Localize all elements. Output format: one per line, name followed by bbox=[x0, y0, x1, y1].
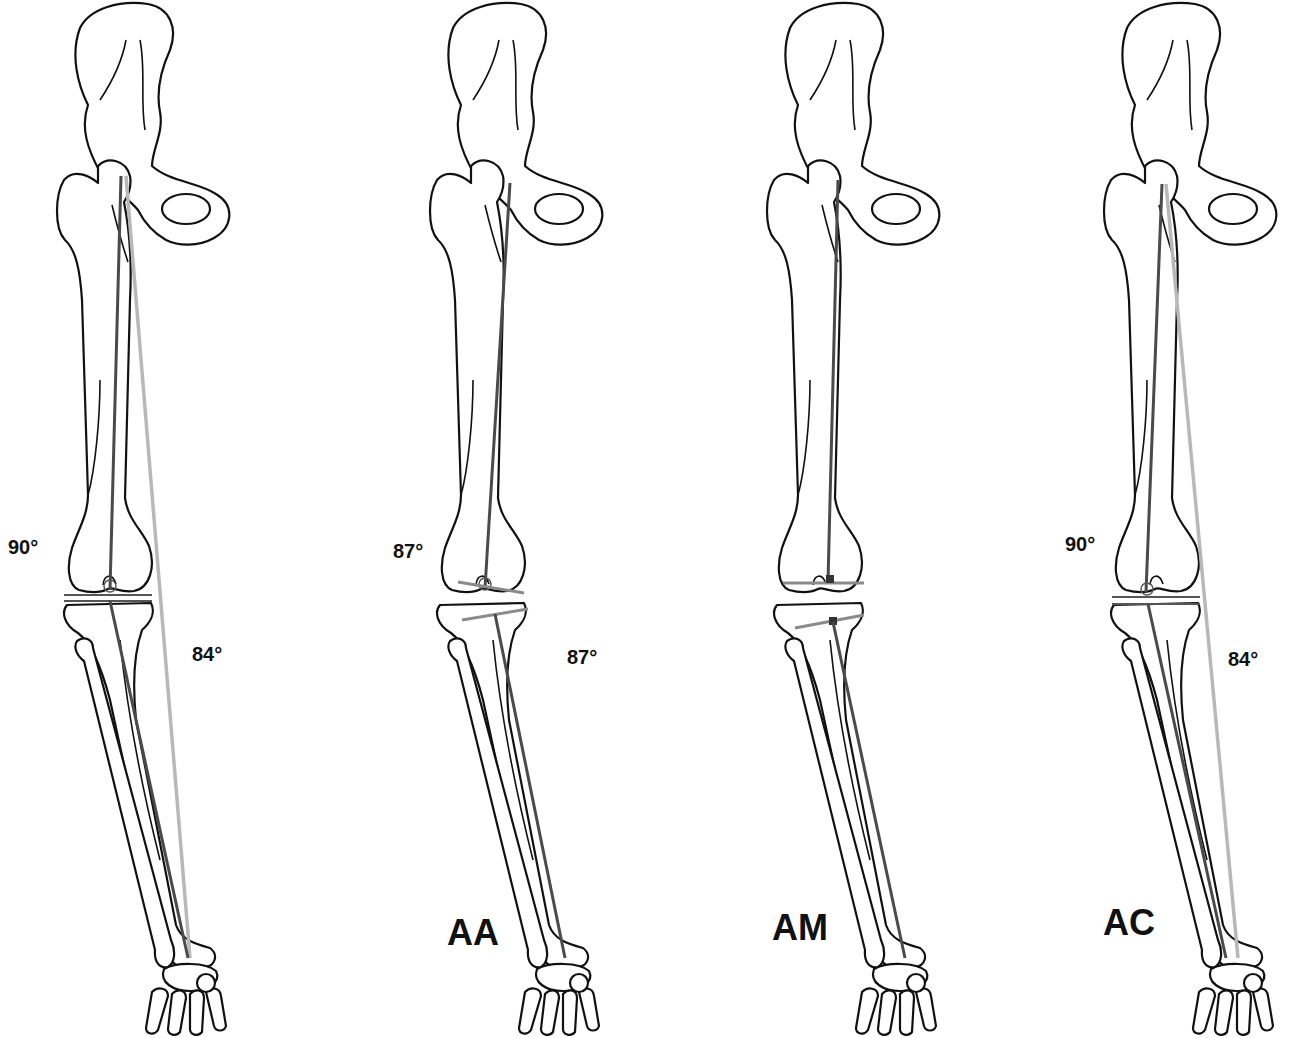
angle-label: 87° bbox=[567, 646, 597, 668]
knee-centre bbox=[1141, 583, 1153, 595]
joint-line bbox=[1112, 596, 1200, 598]
femoral-axis bbox=[828, 180, 838, 582]
femoral-axis bbox=[485, 183, 510, 588]
tibial-axis bbox=[833, 622, 905, 958]
joint-line bbox=[64, 594, 152, 596]
mechanical-axis bbox=[1166, 184, 1238, 958]
panel-label: AM bbox=[772, 908, 828, 948]
angle-label: 90° bbox=[1065, 533, 1095, 555]
tibial-axis bbox=[495, 614, 565, 958]
angle-label: 90° bbox=[8, 536, 38, 558]
femoral-axis bbox=[1146, 184, 1162, 592]
leg-skeleton bbox=[430, 3, 602, 1035]
angle-label: 87° bbox=[393, 540, 423, 562]
femoral-joint-line bbox=[783, 582, 864, 585]
knee-centre bbox=[104, 580, 116, 592]
tibial-axis bbox=[110, 601, 188, 958]
mechanical-axis bbox=[126, 176, 190, 958]
joint-line bbox=[1112, 603, 1200, 605]
panel-label: AC bbox=[1103, 903, 1155, 943]
axis-marker bbox=[826, 575, 834, 583]
panel-label: AA bbox=[447, 913, 499, 953]
leg-skeleton bbox=[57, 3, 229, 1035]
leg-skeleton bbox=[767, 3, 939, 1035]
joint-line bbox=[64, 600, 152, 602]
femoral-joint-line bbox=[458, 582, 524, 593]
leg-skeleton bbox=[1104, 3, 1276, 1035]
tibial-axis bbox=[1148, 604, 1226, 958]
angle-label: 84° bbox=[192, 643, 222, 665]
tibial-joint-line bbox=[795, 615, 864, 628]
angle-label: 84° bbox=[1228, 648, 1258, 670]
femoral-axis bbox=[110, 176, 121, 590]
